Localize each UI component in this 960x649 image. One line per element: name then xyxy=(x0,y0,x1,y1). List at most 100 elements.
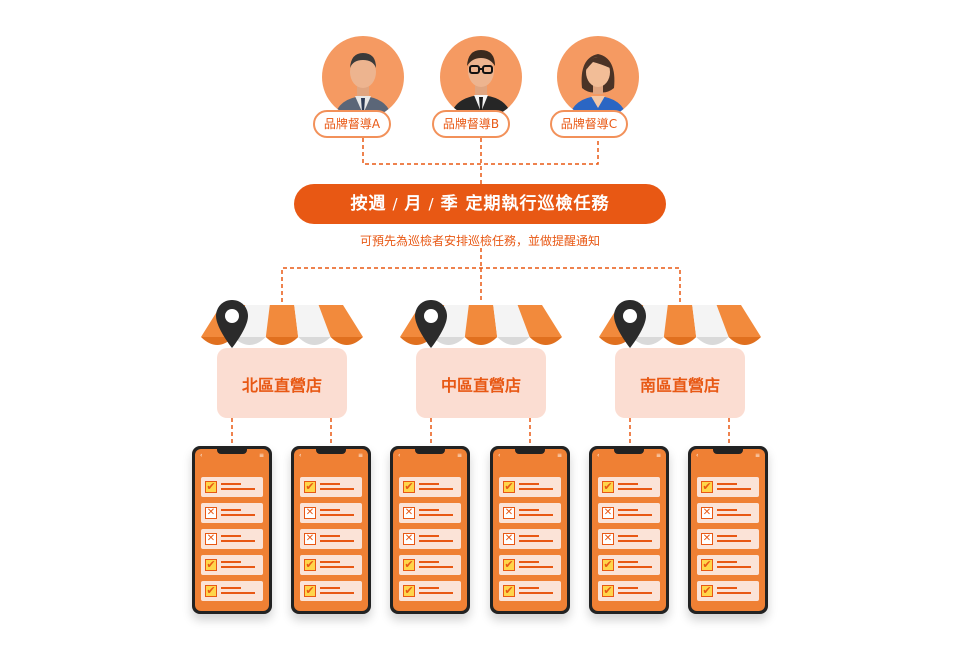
phone-3: ‹≡ ✔ ✕ ✕ ✔ ✔ xyxy=(390,446,470,614)
cross-icon: ✕ xyxy=(701,507,713,519)
cross-icon: ✕ xyxy=(503,533,515,545)
checklist-row: ✕ xyxy=(598,503,660,523)
text-line xyxy=(419,540,453,542)
businessman-icon xyxy=(334,53,392,118)
phone-screen: ‹≡✔✕✕✔✔ xyxy=(294,449,368,611)
cross-icon: ✕ xyxy=(701,533,713,545)
text-line xyxy=(419,488,453,490)
check-icon: ✔ xyxy=(403,584,415,597)
text-line xyxy=(320,540,354,542)
text-line xyxy=(221,561,241,563)
text-line xyxy=(618,509,638,511)
supervisor-c-label: 品牌督導C xyxy=(550,110,628,138)
text-line xyxy=(221,488,255,490)
phone-status-bar: ‹≡ xyxy=(393,451,467,461)
text-line xyxy=(717,566,751,568)
checklist-row: ✔ xyxy=(300,477,362,497)
supervisor-a-label: 品牌督導A xyxy=(313,110,391,138)
store-1-label: 北區直營店 xyxy=(241,376,322,395)
text-line xyxy=(519,540,553,542)
checklist-row: ✕ xyxy=(300,503,362,523)
text-line xyxy=(717,592,751,594)
businesswoman-icon xyxy=(569,54,627,118)
check-icon: ✔ xyxy=(205,584,217,597)
text-line xyxy=(519,592,553,594)
cross-icon: ✕ xyxy=(503,507,515,519)
checklist-row: ✕ xyxy=(201,503,263,523)
phone-notch xyxy=(515,449,545,454)
text-line xyxy=(419,561,439,563)
checklist-row: ✕ xyxy=(697,529,759,549)
store-2-label: 中區直營店 xyxy=(440,376,521,395)
text-line xyxy=(717,514,751,516)
text-line xyxy=(221,592,255,594)
check-icon: ✔ xyxy=(503,480,515,493)
phone-5: ‹≡✔✕✕✔✔ xyxy=(589,446,669,614)
location-pin-icon xyxy=(415,300,447,348)
checklist-row: ✔ xyxy=(300,581,362,601)
checklist-row: ✕ xyxy=(499,503,561,523)
checklist-row: ✔ xyxy=(499,477,561,497)
checklist-row: ✔ xyxy=(399,477,461,497)
text-line xyxy=(519,514,553,516)
check-icon: ✔ xyxy=(503,584,515,597)
checklist-row: ✔ xyxy=(697,581,759,601)
text-line xyxy=(717,483,737,485)
text-line xyxy=(618,535,638,537)
check-icon: ✔ xyxy=(701,558,713,571)
check-icon: ✔ xyxy=(403,558,415,571)
back-icon: ‹ xyxy=(498,452,501,459)
checklist-row: ✔ xyxy=(697,555,759,575)
location-pin-icon xyxy=(216,300,248,348)
checklist-row: ✔ xyxy=(598,581,660,601)
menu-icon: ≡ xyxy=(456,452,462,459)
text-line xyxy=(419,592,453,594)
text-line xyxy=(419,566,453,568)
text-line xyxy=(717,540,751,542)
check-icon: ✔ xyxy=(304,584,316,597)
phone-screen: ‹≡✔✕✕✔✔ xyxy=(493,449,567,611)
store-2-building xyxy=(416,348,546,418)
supervisor-b-avatar xyxy=(440,36,522,118)
cross-icon: ✕ xyxy=(403,533,415,545)
checklist-row: ✔ xyxy=(201,555,263,575)
text-line xyxy=(320,483,340,485)
back-icon: ‹ xyxy=(696,452,699,459)
checklist-row: ✕ xyxy=(499,529,561,549)
back-icon: ‹ xyxy=(200,452,203,459)
supervisor-a-avatar xyxy=(322,36,404,118)
back-icon: ‹ xyxy=(597,452,600,459)
cross-icon: ✕ xyxy=(602,507,614,519)
text-line xyxy=(419,514,453,516)
phone-1: ‹≡✔✕✕✔✔ xyxy=(192,446,272,614)
text-line xyxy=(717,509,737,511)
text-line xyxy=(717,535,737,537)
text-line xyxy=(221,540,255,542)
phone-screen: ‹≡✔✕✕✔✔ xyxy=(691,449,765,611)
phone-notch xyxy=(614,449,644,454)
text-line xyxy=(221,566,255,568)
location-pin-icon xyxy=(614,300,646,348)
checklist-row: ✔ xyxy=(499,581,561,601)
phone-notch xyxy=(415,449,445,454)
text-line xyxy=(519,566,553,568)
cross-icon: ✕ xyxy=(205,507,217,519)
phone-status-bar: ‹≡ xyxy=(294,451,368,461)
check-icon: ✔ xyxy=(304,558,316,571)
store-3-building xyxy=(615,348,745,418)
cross-icon: ✕ xyxy=(304,507,316,519)
store-3-label: 南區直營店 xyxy=(639,376,720,395)
check-icon: ✔ xyxy=(304,480,316,493)
checklist-row: ✔ xyxy=(201,581,263,601)
phone-status-bar: ‹≡ xyxy=(691,451,765,461)
checklist-row: ✔ xyxy=(598,555,660,575)
phone-notch xyxy=(217,449,247,454)
cross-icon: ✕ xyxy=(602,533,614,545)
checklist-row: ✔ xyxy=(300,555,362,575)
checklist-row: ✕ xyxy=(399,503,461,523)
text-line xyxy=(717,488,751,490)
text-line xyxy=(618,488,652,490)
banner-part-month: 月 xyxy=(404,194,423,214)
banner-subtitle: 可預先為巡檢者安排巡檢任務，並做提醒通知 xyxy=(359,234,600,248)
